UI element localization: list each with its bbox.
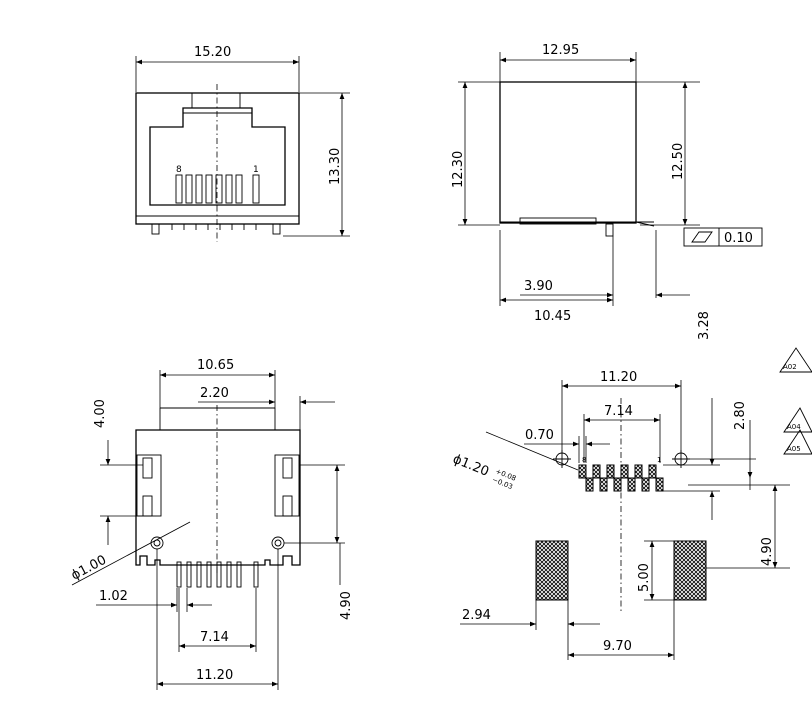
bottom-inner-dim: 2.20 [200,386,229,401]
pcb-4-90-dim: 4.90 [760,537,775,566]
pcb-pitch-dim: 0.70 [525,428,554,443]
revision-tag-a05: A05 [787,445,801,453]
bottom-hole-dia: ϕ1.00 [69,553,109,584]
bottom-height-dim: 4.90 [339,591,354,620]
pin-1-label: 1 [253,165,259,175]
bottom-total-width-dim: 11.20 [196,668,233,683]
revision-tag-a02: A02 [783,363,797,371]
side-height-left-dim: 12.30 [451,151,466,188]
side-offset-b-dim: 10.45 [534,309,571,324]
pcb-hole-dia-group: ϕ1.20 +0.08 −0.03 [451,452,518,491]
front-view: 8 1 15.20 13.30 [135,45,350,242]
pcb-pad-offset-dim: 2.94 [462,608,491,623]
contact-pins [175,174,260,204]
pcb-pad-height-dim: 5.00 [637,563,652,592]
bottom-top-dim: 10.65 [197,358,234,373]
bottom-pins [176,561,259,588]
flatness-value: 0.10 [724,231,753,246]
revision-tags: A02 A04 A05 [779,347,812,455]
pcb-2-80-dim: 2.80 [733,401,748,430]
pcb-hole-dia: ϕ1.20 [451,452,491,480]
side-height-right-dim: 12.50 [671,143,686,180]
bottom-view: 10.65 2.20 4.00 ϕ1.00 1.02 7.14 11.20 [69,358,354,690]
pcb-3-28-dim: 3.28 [697,311,712,340]
pcb-pin-1-label: 1 [657,456,661,464]
front-height-dim: 13.30 [328,148,343,185]
side-offset-a-dim: 3.90 [524,279,553,294]
bottom-pin-span-dim: 7.14 [200,630,229,645]
side-view: 12.95 12.30 12.50 0.10 3.90 10.45 [451,43,763,324]
bottom-1-02-dim: 1.02 [99,589,128,604]
bottom-side-dim: 4.00 [93,399,108,428]
pcb-pin-span-dim: 7.14 [604,404,633,419]
pcb-pad-array [578,464,664,492]
pcb-pad-span-dim: 9.70 [603,639,632,654]
revision-tag-a04: A04 [787,423,801,431]
pin-8-label: 8 [176,165,182,175]
pcb-total-width-dim: 11.20 [600,370,637,385]
front-width-dim: 15.20 [194,45,231,60]
pcb-layout: 8 1 11.20 7.14 0.70 3.28 [451,311,790,660]
side-width-dim: 12.95 [542,43,579,58]
flatness-tolerance-frame: 0.10 [683,227,763,247]
